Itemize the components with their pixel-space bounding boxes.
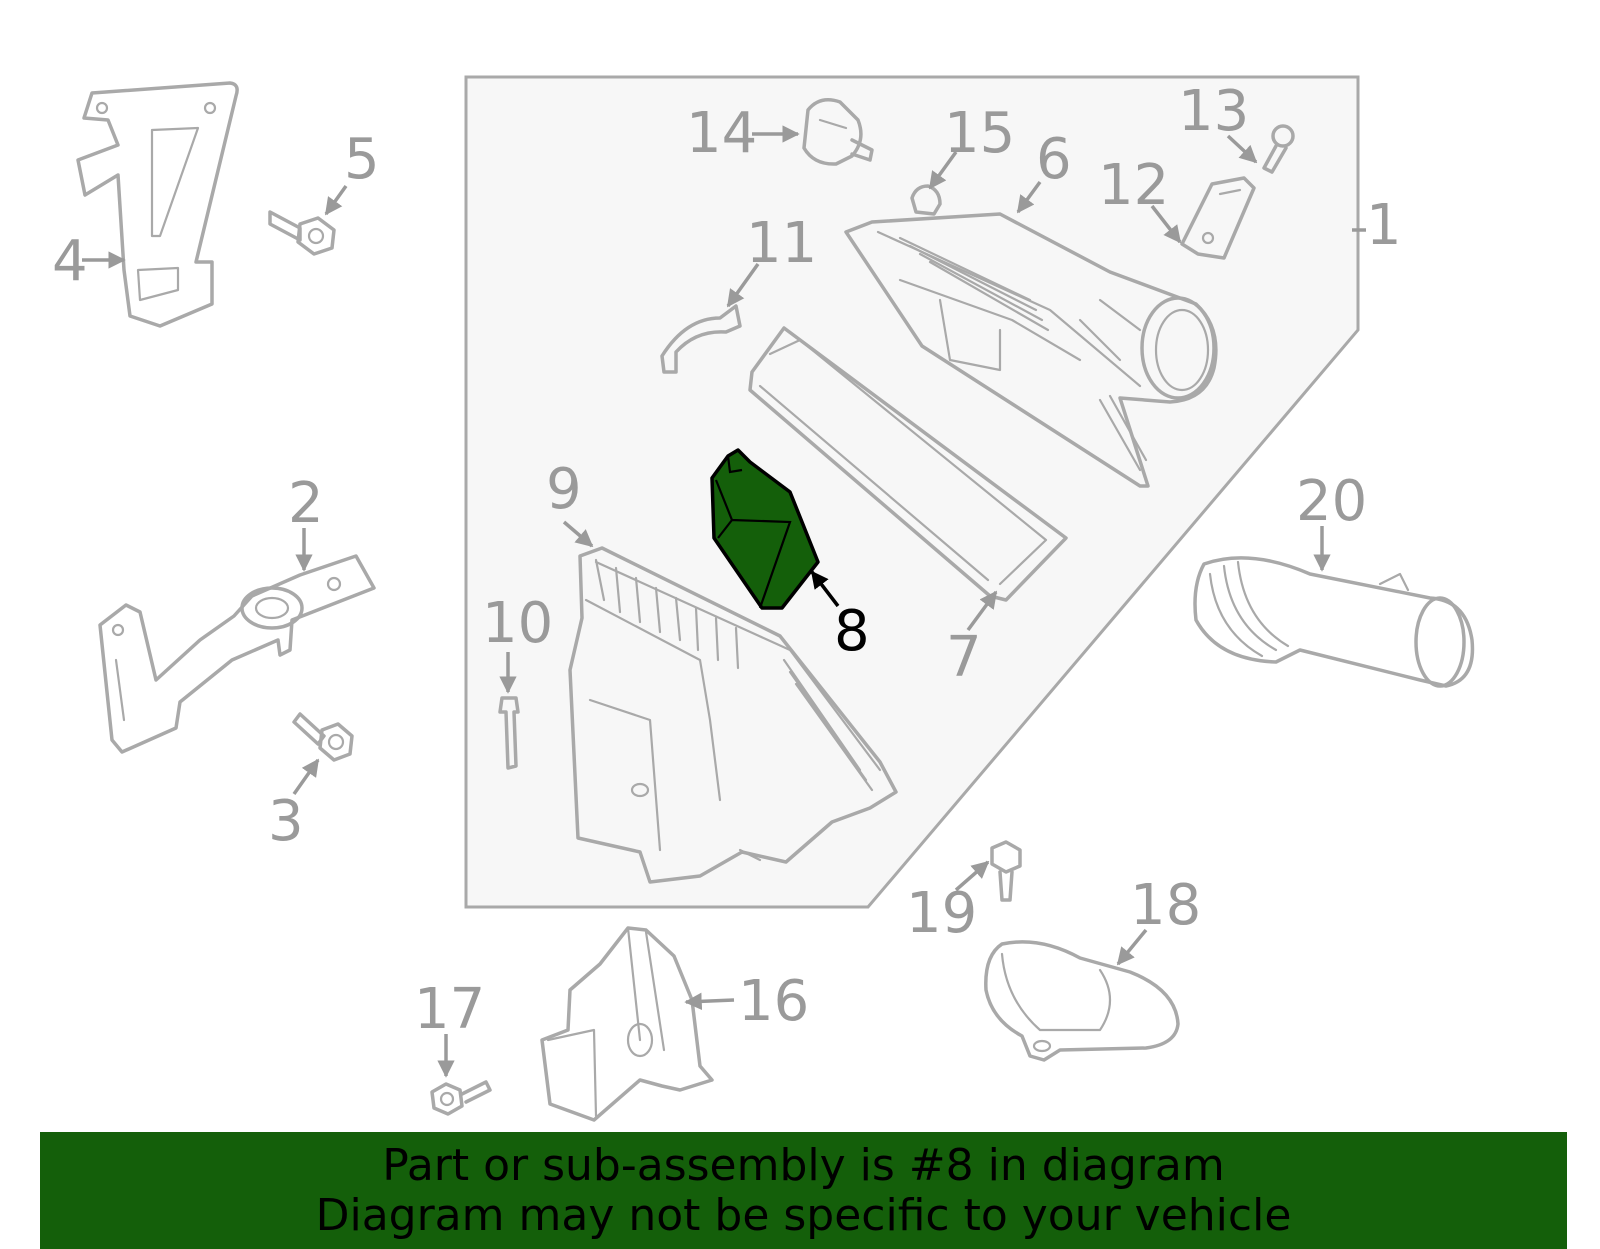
leader-5 [324,184,348,216]
callout-numbers: 1 2 3 4 5 6 7 8 9 10 11 12 13 14 15 16 1… [52,79,1402,1042]
callout-11: 11 [746,211,817,276]
leader-3 [292,758,320,796]
leader-13 [1226,134,1258,164]
callout-17: 17 [414,977,485,1042]
part-16-duct [540,926,714,1122]
callout-10: 10 [482,591,553,656]
part-5-bolt [268,210,336,256]
leader-8 [810,570,840,608]
callout-19: 19 [906,881,977,946]
part-11-clamp [660,304,742,374]
part-18-duct [984,940,1180,1062]
callout-15: 15 [944,101,1015,166]
part-14-grommet [802,98,874,166]
part-13-screw [1262,124,1295,174]
part-20-intake-duct [1193,556,1475,688]
leader-12 [1150,204,1182,244]
part-9-lower-housing [568,546,898,884]
leader-16 [684,992,735,1011]
callout-9: 9 [546,457,582,522]
callout-18: 18 [1130,873,1201,938]
callout-5: 5 [344,127,380,192]
banner-line-1: Part or sub-assembly is #8 in diagram [382,1139,1225,1191]
part-2-bracket [98,554,376,754]
info-banner: Part or sub-assembly is #8 in diagram Di… [40,1132,1567,1249]
part-19-screw [990,840,1022,902]
part-12-sensor [1180,176,1256,260]
part-6-upper-cover [844,212,1218,488]
leader-9 [562,520,594,548]
part-8-highlighted [710,448,820,610]
callout-1: 1 [1366,193,1402,258]
part-3-bolt [292,712,354,762]
callout-14: 14 [686,101,757,166]
callout-7: 7 [946,625,982,690]
part-4-bracket [76,81,239,328]
callout-3: 3 [268,789,304,854]
callout-2: 2 [288,471,324,536]
assembly-panel [464,75,1360,909]
leader-19 [954,860,990,892]
callout-12: 12 [1098,153,1169,218]
leader-lines [82,125,1366,1078]
callout-4: 4 [52,229,88,294]
leader-15 [928,150,958,190]
leader-18 [1116,928,1148,966]
banner-line-2: Diagram may not be specific to your vehi… [315,1189,1292,1241]
part-10-bolt [498,696,520,770]
part-7-filter [748,326,1068,602]
leader-6 [1016,180,1042,214]
callout-20: 20 [1296,469,1367,534]
callout-8: 8 [834,599,870,664]
leader-7 [966,590,998,632]
part-17-bolt [430,1080,492,1116]
callout-16: 16 [738,969,809,1034]
callout-6: 6 [1036,127,1072,192]
callout-13: 13 [1178,79,1249,144]
leader-11 [726,262,760,308]
